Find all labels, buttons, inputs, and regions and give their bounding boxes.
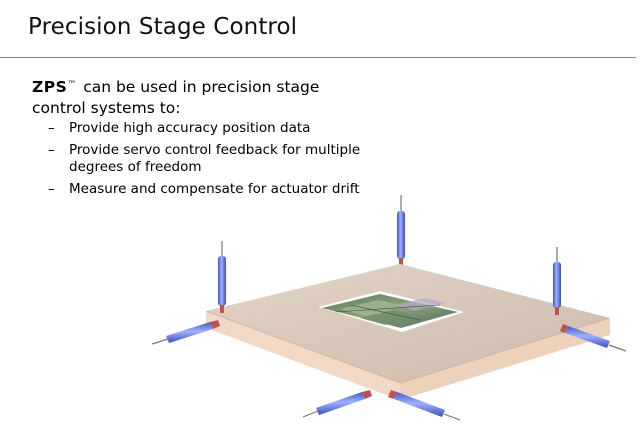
actuator-right-horizontal <box>560 324 627 352</box>
bullet-dash: – <box>48 120 55 136</box>
stage-side-right <box>400 318 610 400</box>
title-divider <box>0 57 636 58</box>
bullet-text: Measure and compensate for actuator drif… <box>69 181 360 197</box>
bullet-text: Provide servo control feedback for multi… <box>69 142 361 175</box>
actuator-left-vertical <box>218 241 226 313</box>
actuator-front-right <box>388 390 461 421</box>
bullet-item: –Provide high accuracy position data <box>48 120 368 137</box>
bullet-item: –Provide servo control feedback for mult… <box>48 142 368 176</box>
stage-side-left <box>206 311 400 400</box>
intro-paragraph: ZPS™ can be used in precision stage cont… <box>32 75 352 119</box>
bullet-dash: – <box>48 181 55 197</box>
brand-name: ZPS <box>32 78 68 96</box>
bullet-text: Provide high accuracy position data <box>69 120 311 136</box>
bullet-item: –Measure and compensate for actuator dri… <box>48 181 368 198</box>
actuator-right-vertical <box>553 247 561 315</box>
trademark-symbol: ™ <box>67 80 77 90</box>
actuator-front-left <box>302 390 372 418</box>
actuator-back-right <box>397 195 405 266</box>
actuator-left-horizontal <box>151 320 220 345</box>
circuit-chip-icon <box>318 291 464 332</box>
slide-title: Precision Stage Control <box>28 14 298 40</box>
bullet-dash: – <box>48 142 55 158</box>
bullet-list: –Provide high accuracy position data –Pr… <box>48 120 368 203</box>
intro-text: can be used in precision stage control s… <box>32 78 320 117</box>
